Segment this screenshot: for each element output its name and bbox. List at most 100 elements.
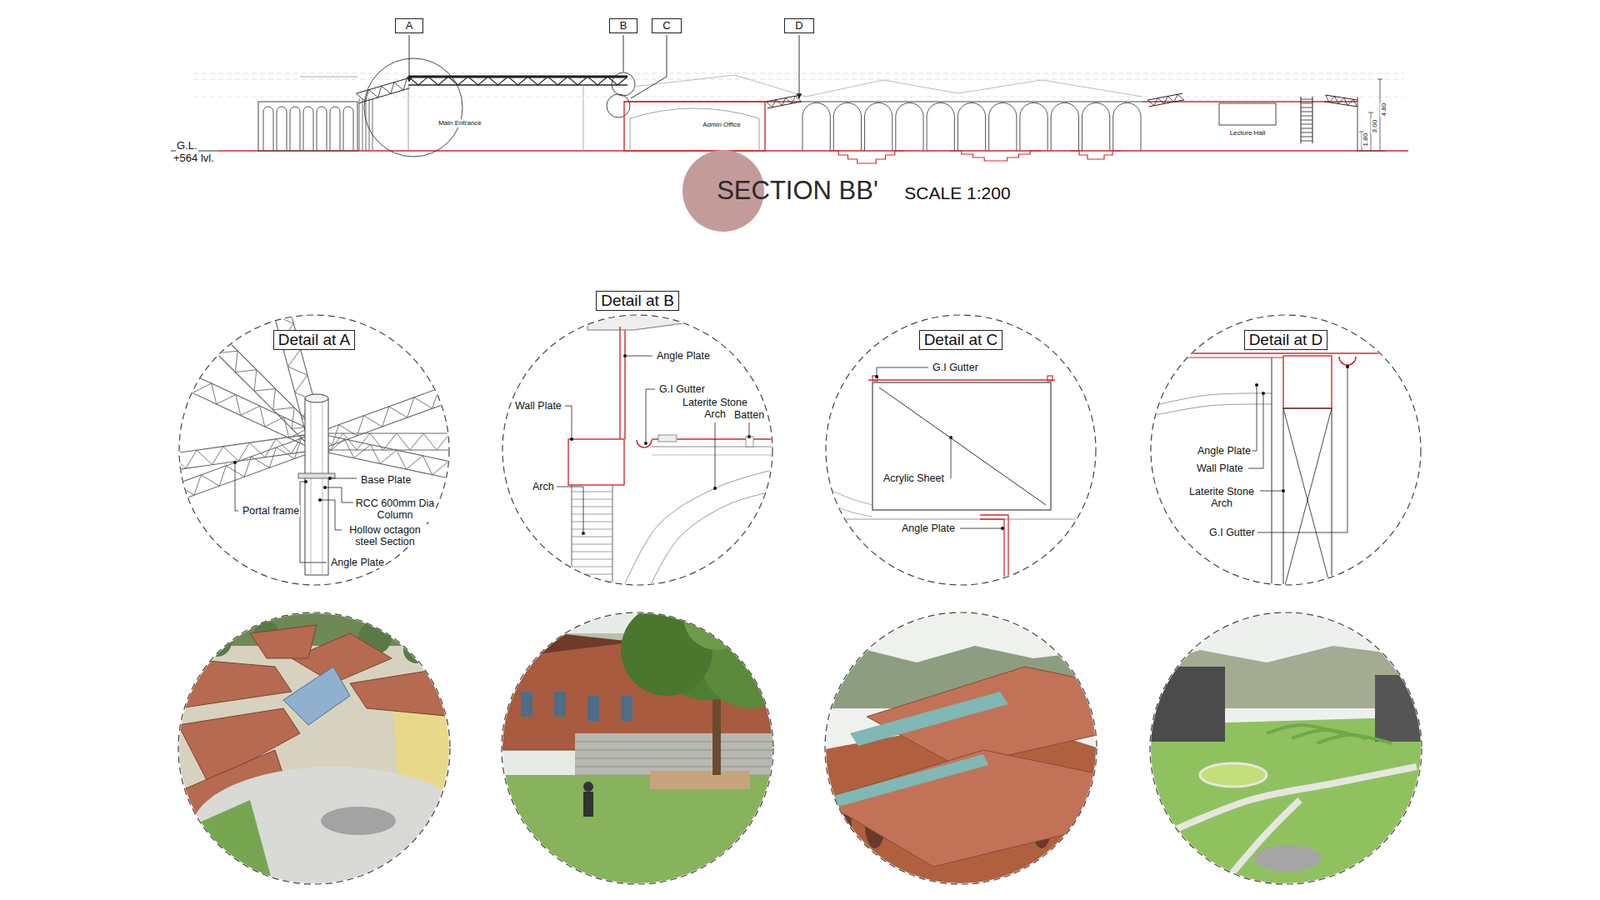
- arch-curve: [645, 490, 780, 595]
- stair-line: [571, 544, 613, 545]
- detail-c-drawing: [825, 367, 1092, 584]
- truss-chord: [316, 432, 517, 434]
- rafter-line: [651, 455, 775, 456]
- window: [520, 691, 533, 717]
- pier-cross: [1283, 408, 1332, 592]
- ladder-rung: [1300, 103, 1313, 105]
- marker-letter: C: [662, 19, 670, 33]
- arch-curve: [1148, 404, 1272, 417]
- angle-plate: [624, 330, 625, 440]
- roof-line: [805, 80, 1143, 97]
- detail-callout-circle: [364, 58, 463, 157]
- truss: [117, 433, 318, 478]
- detail-outline: [501, 314, 774, 586]
- detail-heading: Detail at A: [273, 330, 356, 350]
- planter: [650, 770, 750, 790]
- stair-line: [571, 559, 613, 560]
- callout-label: Angle Plate: [330, 556, 385, 569]
- sky: [820, 608, 1105, 892]
- leader-dot: [1345, 365, 1350, 369]
- leader-line: [565, 405, 572, 440]
- dimension-tick: [1377, 79, 1383, 80]
- tiled-roof: [820, 750, 1105, 867]
- roof-beam: [587, 315, 684, 330]
- step-edge: [575, 741, 780, 743]
- marker-letter: B: [620, 19, 628, 33]
- stair-line: [571, 514, 613, 515]
- truss: [315, 433, 515, 491]
- arch: [343, 106, 354, 151]
- leader-dot: [623, 354, 627, 358]
- column-line: [408, 85, 410, 151]
- glazing-mullion: [369, 98, 370, 151]
- vault: [630, 108, 760, 151]
- building: [1375, 675, 1425, 742]
- lawn: [1145, 716, 1430, 892]
- arch: [865, 102, 893, 151]
- arch: [330, 106, 340, 151]
- glazing-mullion: [359, 98, 360, 151]
- leader-line: [645, 389, 655, 444]
- wall-plate: [1283, 355, 1332, 409]
- marker-leader: [630, 35, 667, 99]
- person-head: [583, 781, 594, 792]
- leader-line: [1252, 385, 1257, 451]
- leader-line: [1259, 490, 1284, 492]
- leader-dot: [1261, 391, 1265, 395]
- leader-dot: [1255, 383, 1259, 387]
- step-edge: [575, 750, 780, 751]
- terrace: [1316, 735, 1392, 744]
- callout-label: Wall Plate: [514, 400, 563, 412]
- stair-line: [571, 499, 613, 500]
- tree: [201, 626, 232, 657]
- truss-top: [408, 75, 628, 79]
- detail-outline: [1150, 314, 1422, 586]
- acrylic-frame: [872, 382, 1051, 510]
- arch: [1113, 102, 1141, 151]
- arcade-wall: [258, 101, 358, 151]
- pier-cross: [1283, 408, 1332, 592]
- detail-d-drawing: [1148, 353, 1388, 592]
- stepped-floor: [1070, 150, 1121, 160]
- arcade-top: [800, 101, 1143, 103]
- detail-heading: Detail at B: [595, 290, 680, 311]
- leader-dot: [747, 435, 751, 439]
- truss: [125, 434, 320, 519]
- tiled-roof: [178, 658, 292, 709]
- ladder-rung: [1300, 111, 1313, 113]
- marker-letter: A: [405, 19, 414, 33]
- leader-dot: [581, 531, 585, 535]
- truss: [1147, 93, 1184, 107]
- tree-canopy: [620, 604, 713, 696]
- stair-edge: [612, 485, 614, 594]
- truss-web: [765, 95, 802, 108]
- leader-line: [235, 462, 239, 511]
- callout-label: Portal frame: [241, 505, 300, 517]
- window: [587, 695, 600, 721]
- truss: [765, 95, 802, 109]
- gutter: [636, 440, 652, 448]
- truss-web: [355, 78, 407, 101]
- step-edge: [575, 766, 780, 768]
- dashed-circle: [825, 315, 1096, 585]
- truss-chord: [131, 449, 320, 518]
- arch: [303, 106, 314, 151]
- truss-chord: [169, 305, 311, 448]
- marker-leader: [409, 35, 410, 82]
- tiled-roof: [350, 666, 455, 717]
- gutter: [1047, 375, 1053, 381]
- gutter: [872, 375, 878, 381]
- leader-line: [950, 437, 952, 479]
- truss-chord: [408, 75, 628, 77]
- stair-line: [571, 551, 613, 553]
- arch: [1020, 102, 1048, 151]
- stair-line: [571, 589, 613, 590]
- arch: [802, 102, 830, 151]
- lawn: [175, 800, 275, 892]
- arch: [1050, 102, 1079, 151]
- wall-plate: [568, 439, 625, 485]
- leader-dot: [1281, 489, 1285, 493]
- dashed-circle: [1150, 315, 1421, 585]
- detail-heading: Detail at D: [1244, 330, 1329, 350]
- slab-line: [829, 519, 1092, 520]
